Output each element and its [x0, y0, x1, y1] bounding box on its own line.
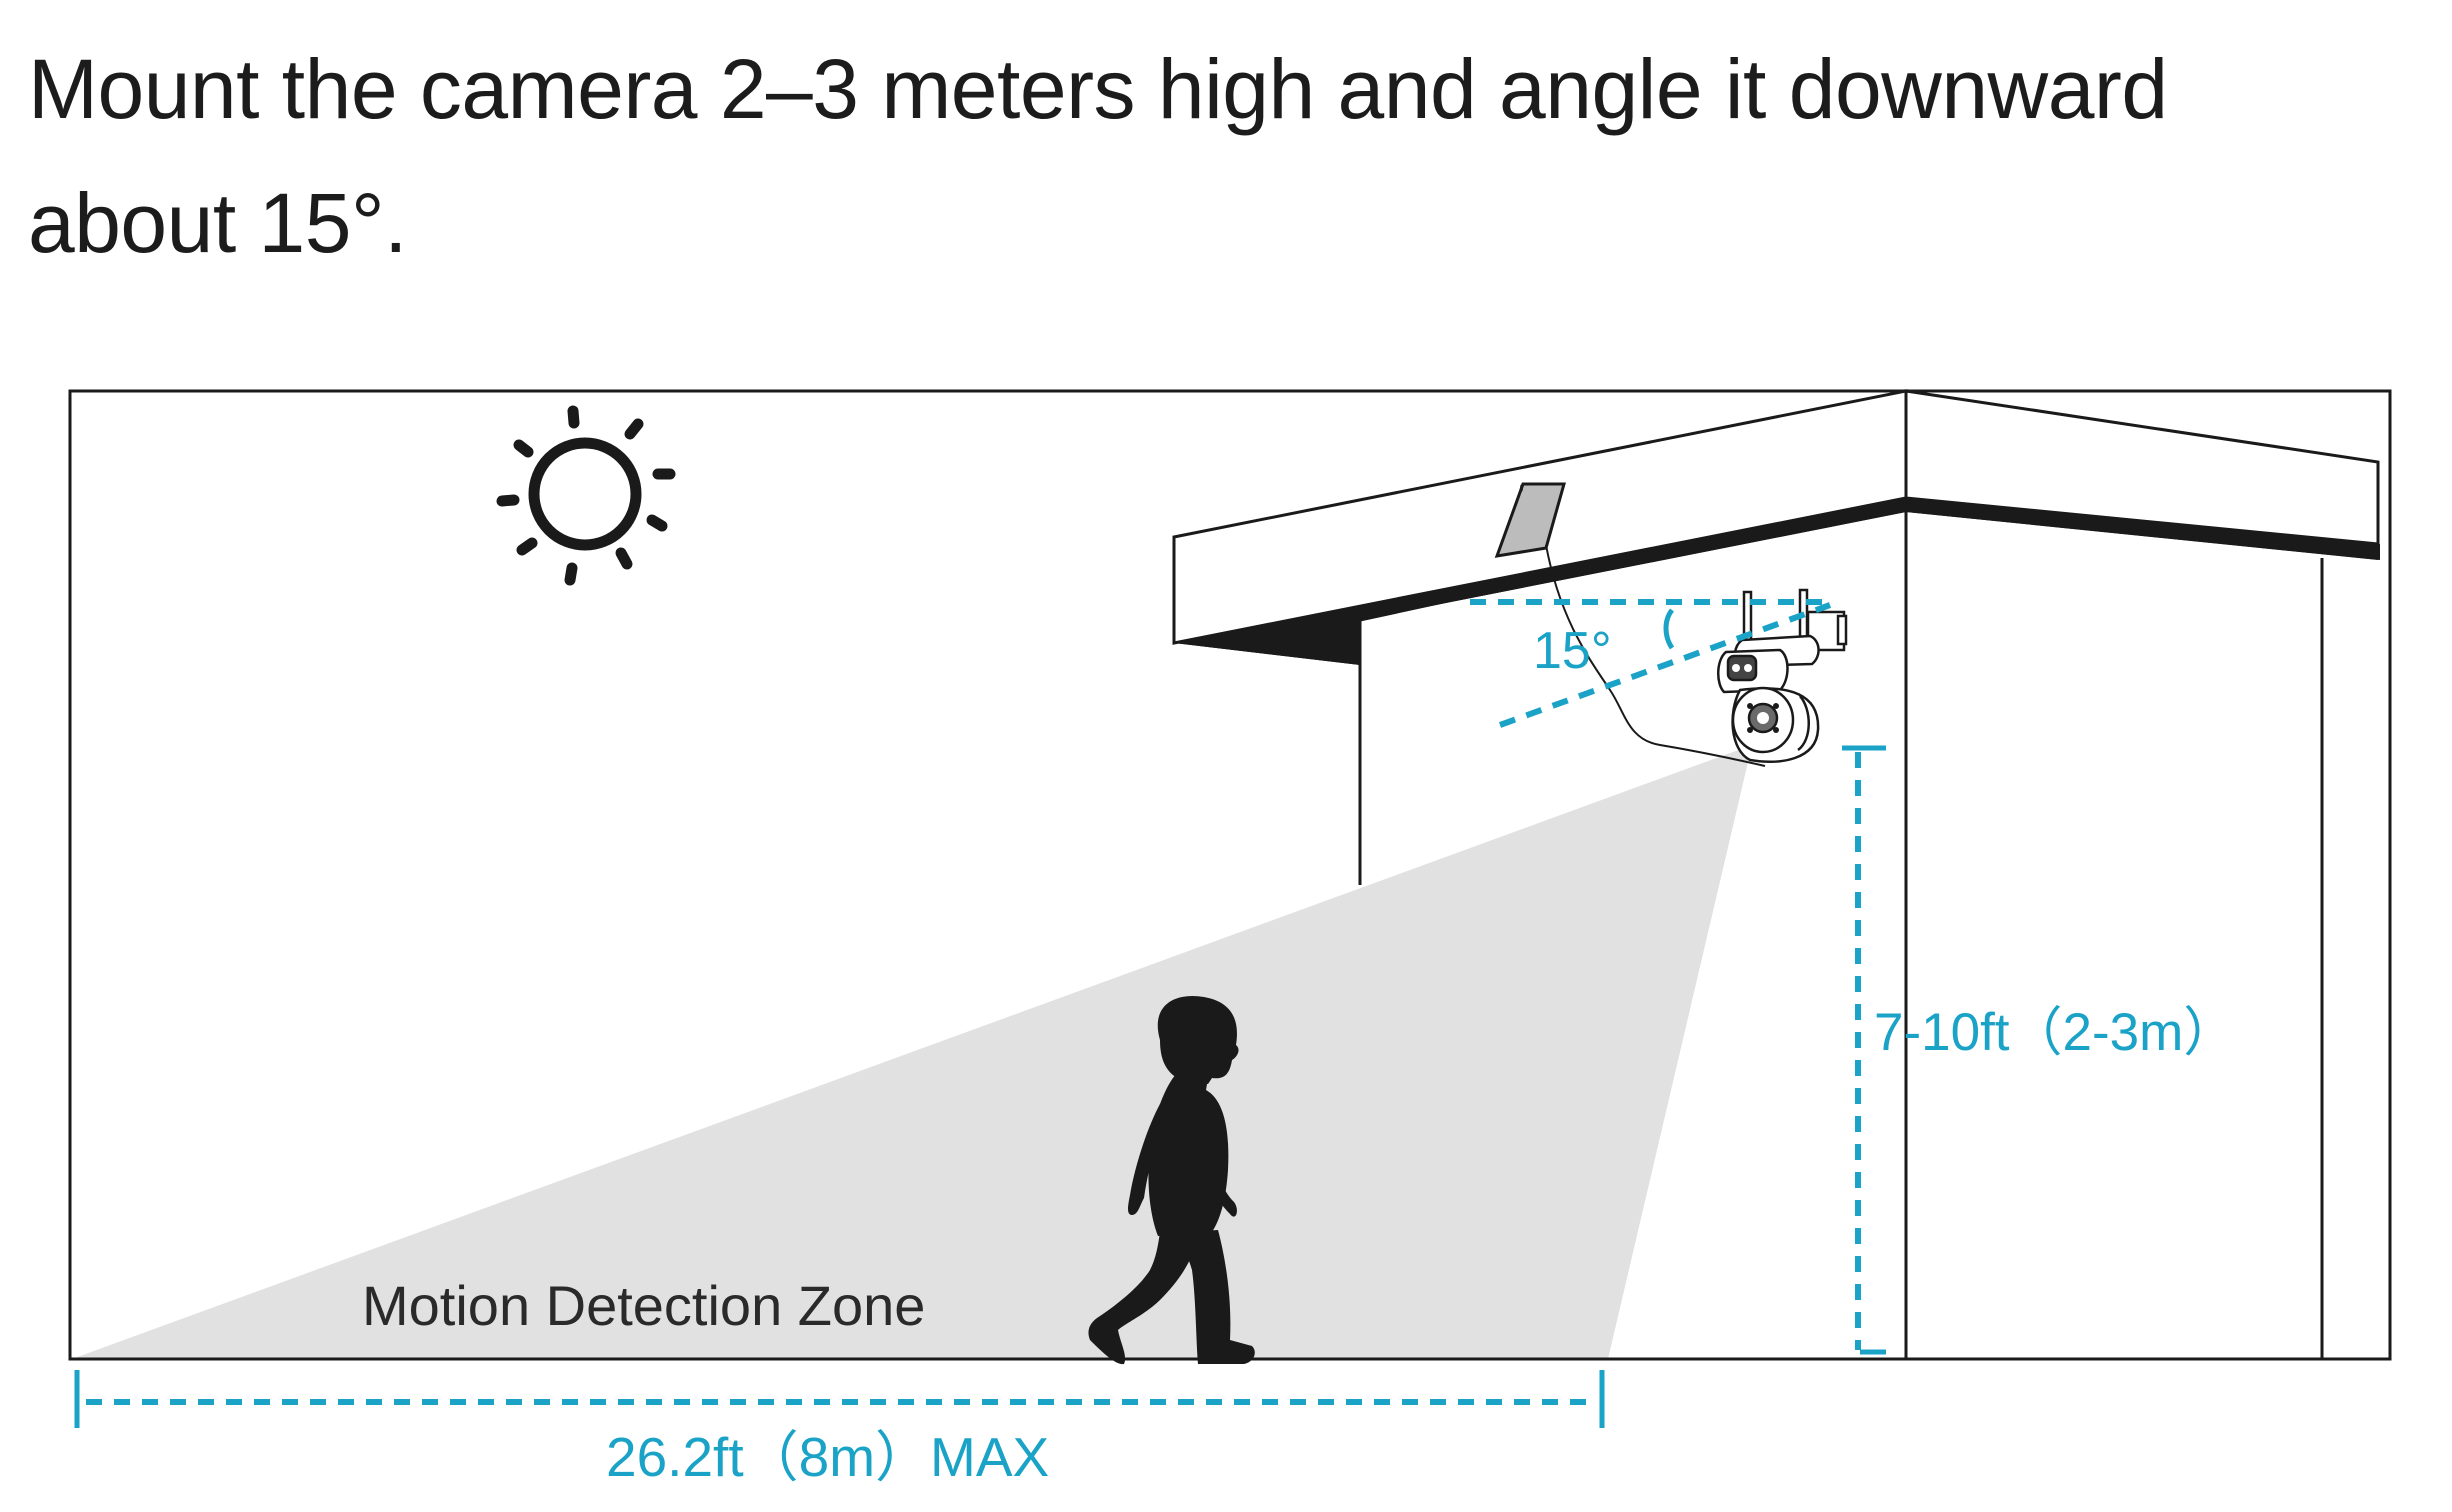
instruction-line-1: Mount the camera 2–3 meters high and ang… [28, 42, 2168, 136]
walking-person-icon [1088, 995, 1255, 1365]
angle-arc [1663, 608, 1675, 650]
distance-dimension [74, 1370, 1605, 1428]
distance-label: 26.2ft（8m）MAX [606, 1426, 1049, 1488]
height-label: 7-10ft（2-3m） [1874, 1003, 2236, 1062]
solar-cable [1545, 544, 1766, 767]
roof-band-side [1906, 498, 2378, 560]
motion-detection-zone [72, 745, 1752, 1359]
angle-indicator [1470, 599, 1832, 728]
security-camera-icon [1717, 588, 1848, 763]
angle-label: 15° [1533, 622, 1612, 680]
instruction-heading: Mount the camera 2–3 meters high and ang… [28, 22, 2408, 290]
roof-band-front [1174, 498, 1906, 665]
height-dimension [1842, 745, 1886, 1355]
zone-label: Motion Detection Zone [362, 1274, 925, 1337]
sun-icon [496, 405, 676, 586]
instruction-line-2: about 15°. [28, 176, 407, 270]
